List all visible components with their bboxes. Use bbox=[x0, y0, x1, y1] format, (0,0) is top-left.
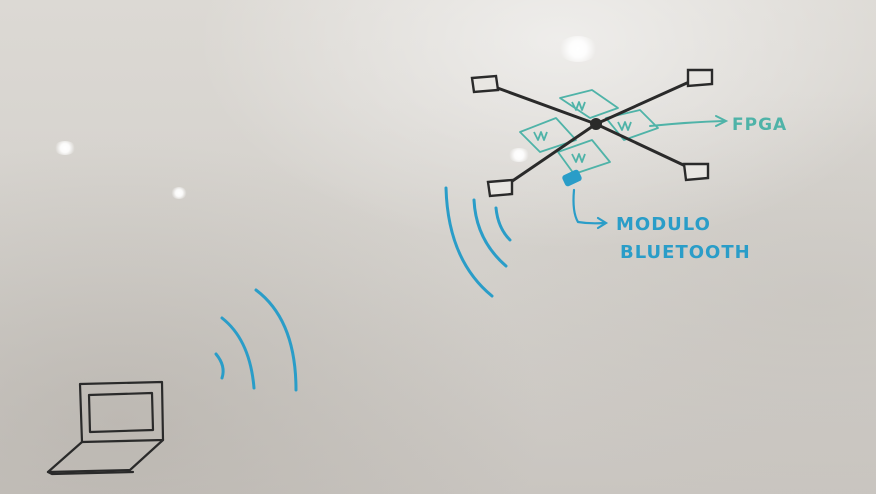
quadcopter-icon bbox=[490, 76, 700, 190]
laptop-signal-icon bbox=[214, 288, 298, 392]
drone-center-hub bbox=[590, 118, 602, 130]
module-label-line2: BLUETOOTH bbox=[620, 242, 751, 263]
light-reflection-1 bbox=[558, 36, 598, 62]
fpga-arrow-icon bbox=[649, 115, 729, 127]
fpga-board-icon bbox=[519, 89, 659, 175]
rotor-icon bbox=[470, 68, 714, 198]
drone-signal-icon bbox=[444, 186, 512, 298]
light-reflection-3 bbox=[508, 148, 530, 162]
fpga-label: FPGA bbox=[732, 115, 787, 135]
bluetooth-arrow-icon bbox=[572, 188, 609, 230]
light-reflection-2 bbox=[54, 141, 76, 155]
bluetooth-module-icon bbox=[562, 169, 582, 187]
module-label-line1: MODULO bbox=[616, 214, 711, 235]
laptop-icon bbox=[46, 380, 165, 476]
light-reflection-4 bbox=[171, 187, 187, 199]
